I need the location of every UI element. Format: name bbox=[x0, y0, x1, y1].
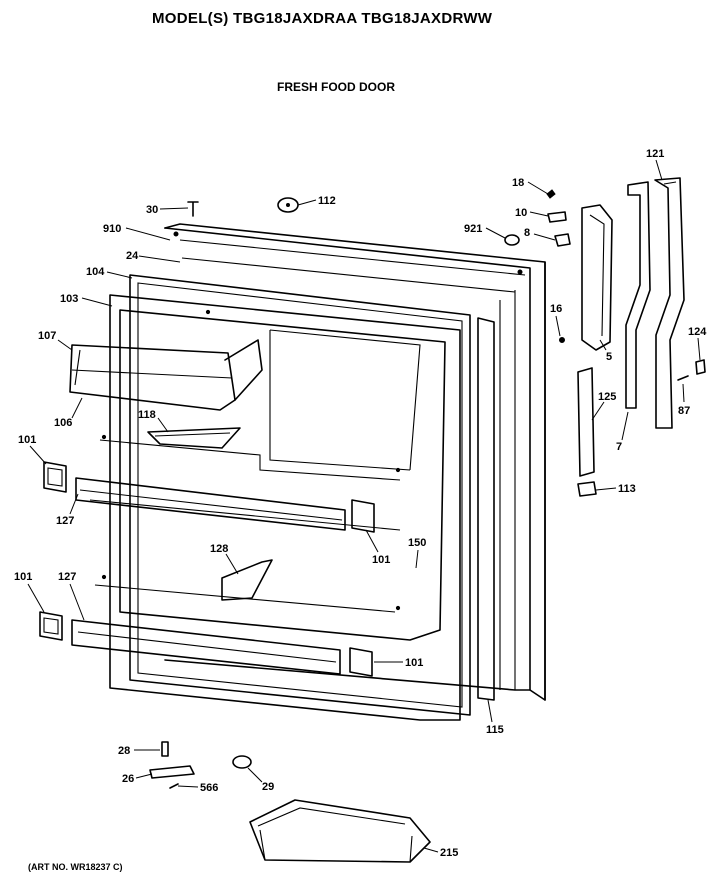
door-gasket bbox=[129, 274, 471, 716]
model-title: MODEL(S) TBG18JAXDRAA TBG18JAXDRWW bbox=[152, 10, 493, 27]
callout-125: 125 bbox=[598, 391, 616, 403]
callout-106: 106 bbox=[54, 417, 72, 429]
callout-10: 10 bbox=[515, 207, 527, 219]
callout-101-lower-right: 101 bbox=[405, 657, 423, 669]
callout-8: 8 bbox=[524, 227, 530, 239]
callout-121: 121 bbox=[646, 148, 664, 160]
callout-5: 5 bbox=[606, 351, 612, 363]
callout-104: 104 bbox=[86, 266, 105, 278]
callout-566: 566 bbox=[200, 782, 218, 794]
bottom-hardware bbox=[149, 741, 252, 789]
callout-112: 112 bbox=[318, 195, 336, 207]
callout-113: 113 bbox=[618, 483, 636, 495]
callout-24: 24 bbox=[126, 250, 139, 262]
callout-18: 18 bbox=[512, 177, 524, 189]
door-handle bbox=[625, 177, 685, 429]
callout-7: 7 bbox=[616, 441, 622, 453]
callout-124: 124 bbox=[688, 326, 707, 338]
callout-115: 115 bbox=[486, 724, 504, 736]
callout-150: 150 bbox=[408, 537, 426, 549]
callout-28: 28 bbox=[118, 745, 130, 757]
trim-strip bbox=[577, 367, 595, 477]
door-shelf-lower bbox=[71, 619, 341, 675]
callout-labels: 30 112 910 24 104 103 107 106 118 101 12… bbox=[14, 148, 707, 859]
dairy-door bbox=[69, 339, 263, 411]
callout-29: 29 bbox=[262, 781, 274, 793]
callout-107: 107 bbox=[38, 330, 56, 342]
art-number: (ART NO. WR18237 C) bbox=[28, 862, 123, 872]
top-hardware bbox=[187, 189, 571, 343]
shelf-endcaps bbox=[39, 461, 375, 677]
callout-26: 26 bbox=[122, 773, 134, 785]
callout-103: 103 bbox=[60, 293, 78, 305]
door-bin bbox=[249, 799, 431, 863]
callout-215: 215 bbox=[440, 847, 458, 859]
callout-118: 118 bbox=[138, 409, 156, 421]
callout-101-upper-left: 101 bbox=[18, 434, 36, 446]
callout-30: 30 bbox=[146, 204, 158, 216]
callout-16: 16 bbox=[550, 303, 562, 315]
callout-87: 87 bbox=[678, 405, 690, 417]
retainer-bracket bbox=[221, 559, 273, 601]
hinge-bracket bbox=[581, 204, 613, 351]
door-shelf-upper bbox=[75, 477, 346, 531]
callout-101-lower-left: 101 bbox=[14, 571, 32, 583]
section-title: FRESH FOOD DOOR bbox=[277, 80, 396, 94]
callout-101-upper-right: 101 bbox=[372, 554, 390, 566]
callout-127-lower: 127 bbox=[58, 571, 76, 583]
callout-910: 910 bbox=[103, 223, 121, 235]
callout-127-upper: 127 bbox=[56, 515, 74, 527]
breaker-strip bbox=[477, 317, 495, 701]
butter-tray bbox=[147, 427, 241, 449]
callout-921: 921 bbox=[464, 223, 482, 235]
right-small-parts bbox=[577, 359, 706, 497]
callout-128: 128 bbox=[210, 543, 228, 555]
door-outer-panel bbox=[164, 223, 546, 701]
